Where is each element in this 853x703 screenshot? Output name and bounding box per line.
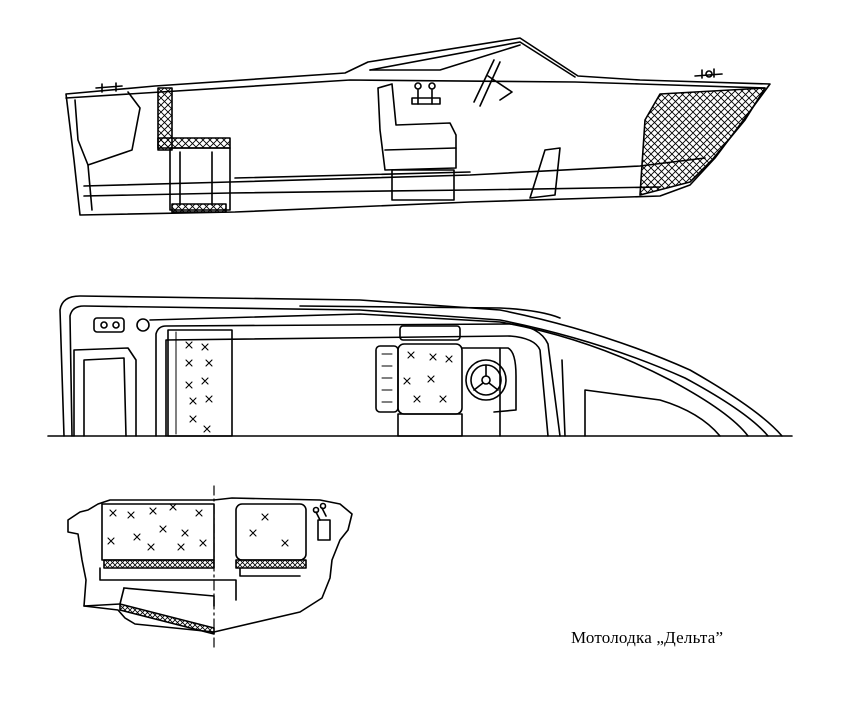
forward-section-outline xyxy=(213,497,353,633)
forward-seat xyxy=(235,503,307,561)
plan-view xyxy=(47,295,793,437)
aft-section-outline xyxy=(67,499,215,633)
aft-seat-x-marks xyxy=(107,503,207,551)
cockpit-coaming xyxy=(155,323,561,437)
bow-hatched-section xyxy=(639,87,766,196)
front-seat xyxy=(377,83,457,171)
plan-rear-seat xyxy=(167,329,233,437)
plan-hull-inner xyxy=(69,305,769,437)
aft-cleat xyxy=(95,82,123,93)
section-levers xyxy=(315,507,327,521)
aft-keel-hatch xyxy=(119,603,215,635)
forward-seat-x-marks xyxy=(249,513,289,547)
sheer-line xyxy=(65,79,766,99)
throttle-levers xyxy=(417,89,433,105)
plan-hull-outer xyxy=(59,295,783,437)
side-profile-view xyxy=(65,37,771,216)
aft-seat xyxy=(101,503,215,561)
spray-rail xyxy=(83,186,661,197)
windshield xyxy=(369,41,576,78)
front-seat-x-marks xyxy=(403,351,453,403)
drawing-caption: Мотолодка „Дельта” xyxy=(571,628,724,647)
transom-hatch xyxy=(93,317,125,333)
rear-seat-cushion xyxy=(157,137,231,149)
bow-cleat xyxy=(694,68,723,79)
steering-wheel-plan xyxy=(465,359,507,401)
rear-seat-x-marks xyxy=(185,341,213,433)
steering-wheel-side xyxy=(473,59,501,107)
chine-line xyxy=(83,157,706,187)
rear-seat-back xyxy=(157,87,173,151)
cross-section-views xyxy=(67,485,353,651)
rear-seat-base xyxy=(169,147,231,211)
dashboard xyxy=(461,347,517,413)
